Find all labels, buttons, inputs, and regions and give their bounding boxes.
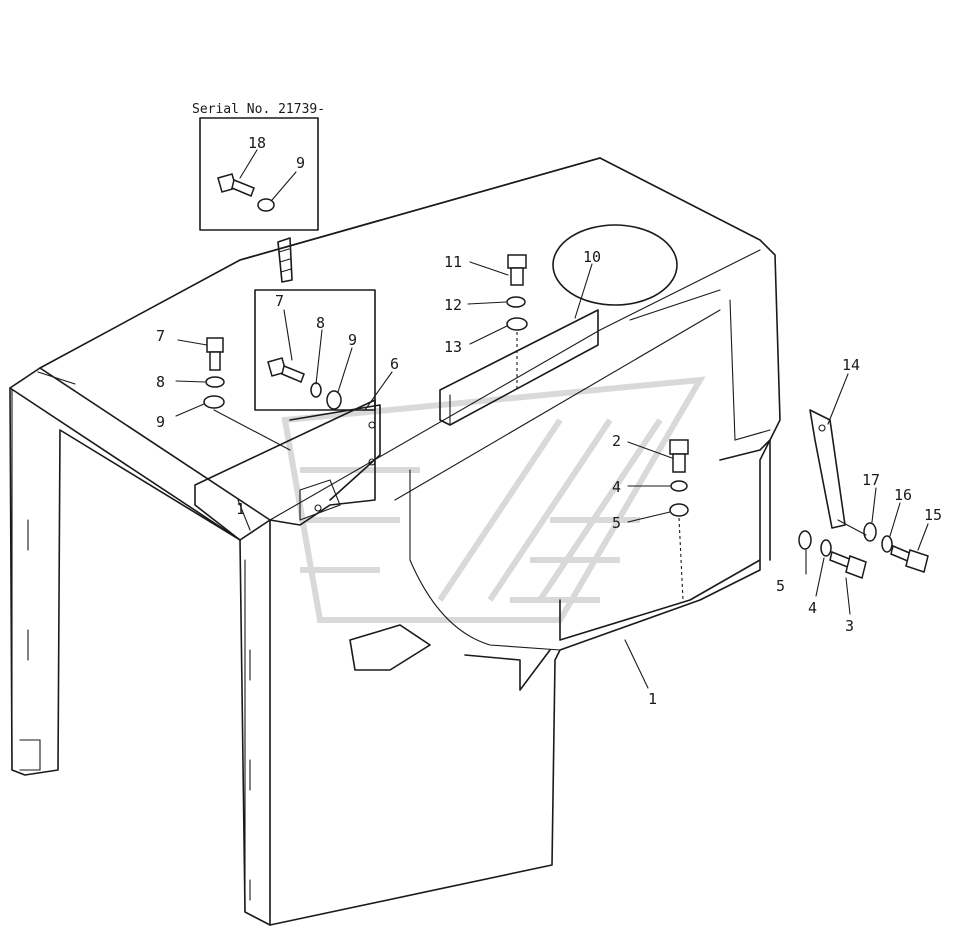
lock-washer-8 [205,376,225,388]
serial-number-label: Serial No. 21739- [192,102,325,117]
callout-8-inset: 8 [316,314,325,332]
callout-8: 8 [156,373,165,391]
washer-13 [506,317,528,331]
callout-18: 18 [248,134,266,152]
washer-17 [863,522,877,542]
leader-lines [175,149,929,689]
callout-9: 9 [156,413,165,431]
plate-10 [439,309,599,426]
callout-2: 2 [612,432,621,450]
callout-5: 5 [612,514,621,532]
bolt-7-inset [267,357,305,383]
bolt-3 [829,550,867,579]
bolt-7 [206,337,224,371]
bolt-18 [217,173,255,197]
detail-inset-frame [254,289,376,411]
callout-1-bottom: 1 [648,690,657,708]
callout-17: 17 [862,471,880,489]
serial-inset-frame: Serial No. 21739- [192,102,325,231]
callout-11: 11 [444,253,462,271]
engine-hood-cover [9,157,781,926]
washer-5-side [798,530,812,550]
callout-14: 14 [842,356,860,374]
watermark-logo [281,376,706,623]
callout-7: 7 [156,327,165,345]
washer-9-inset [257,198,275,212]
washer-9-detail [326,390,342,410]
callout-9-inset-detail: 9 [348,331,357,349]
angle-bracket-6 [289,404,381,512]
callout-7-inset: 7 [275,292,284,310]
callout-5-side: 5 [776,577,785,595]
callout-15: 15 [924,506,942,524]
callout-3: 3 [845,617,854,635]
lock-washer-8-inset [310,382,322,398]
callout-10: 10 [583,248,601,266]
bracket-14 [809,409,846,529]
bolt-15 [890,544,929,573]
callout-12: 12 [444,296,462,314]
callout-4-side: 4 [808,599,817,617]
bolt-11 [507,254,527,286]
washer-9 [203,395,225,409]
lock-washer-4 [670,480,688,492]
callout-9-inset: 9 [296,154,305,172]
lock-washer-16 [881,535,893,553]
callout-labels: 18 9 7 8 9 6 7 8 9 11 12 13 10 2 4 5 14 … [156,134,942,708]
washer-5 [669,503,689,517]
callout-6: 6 [390,355,399,373]
bolt-2 [669,439,689,473]
callout-1-left: 1 [236,500,245,518]
callout-16: 16 [894,486,912,504]
lock-washer-12 [506,296,526,308]
callout-4: 4 [612,478,621,496]
lock-washer-4-side [820,539,832,557]
callout-13: 13 [444,338,462,356]
up-arrow-icon [277,237,293,283]
